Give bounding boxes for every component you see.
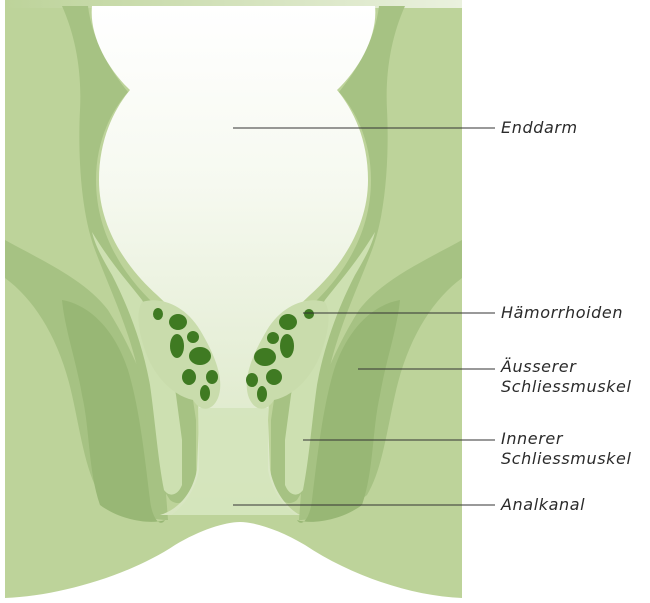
label-rectum-text: Enddarm (501, 118, 578, 138)
label-hemorrhoids-text: Hämorrhoiden (501, 303, 623, 323)
label-hemorrhoids: Hämorrhoiden (501, 303, 623, 323)
label-external-sphincter-line1: Äusserer (501, 357, 632, 377)
label-internal-sphincter-line2: Schliessmuskel (501, 449, 632, 469)
label-external-sphincter-line2: Schliessmuskel (501, 377, 632, 397)
label-anal-canal: Analkanal (501, 495, 585, 515)
label-anal-canal-text: Analkanal (501, 495, 585, 515)
label-external-sphincter: Äusserer Schliessmuskel (501, 357, 632, 397)
label-internal-sphincter: Innerer Schliessmuskel (501, 429, 632, 469)
label-rectum: Enddarm (501, 118, 578, 138)
label-internal-sphincter-line1: Innerer (501, 429, 632, 449)
